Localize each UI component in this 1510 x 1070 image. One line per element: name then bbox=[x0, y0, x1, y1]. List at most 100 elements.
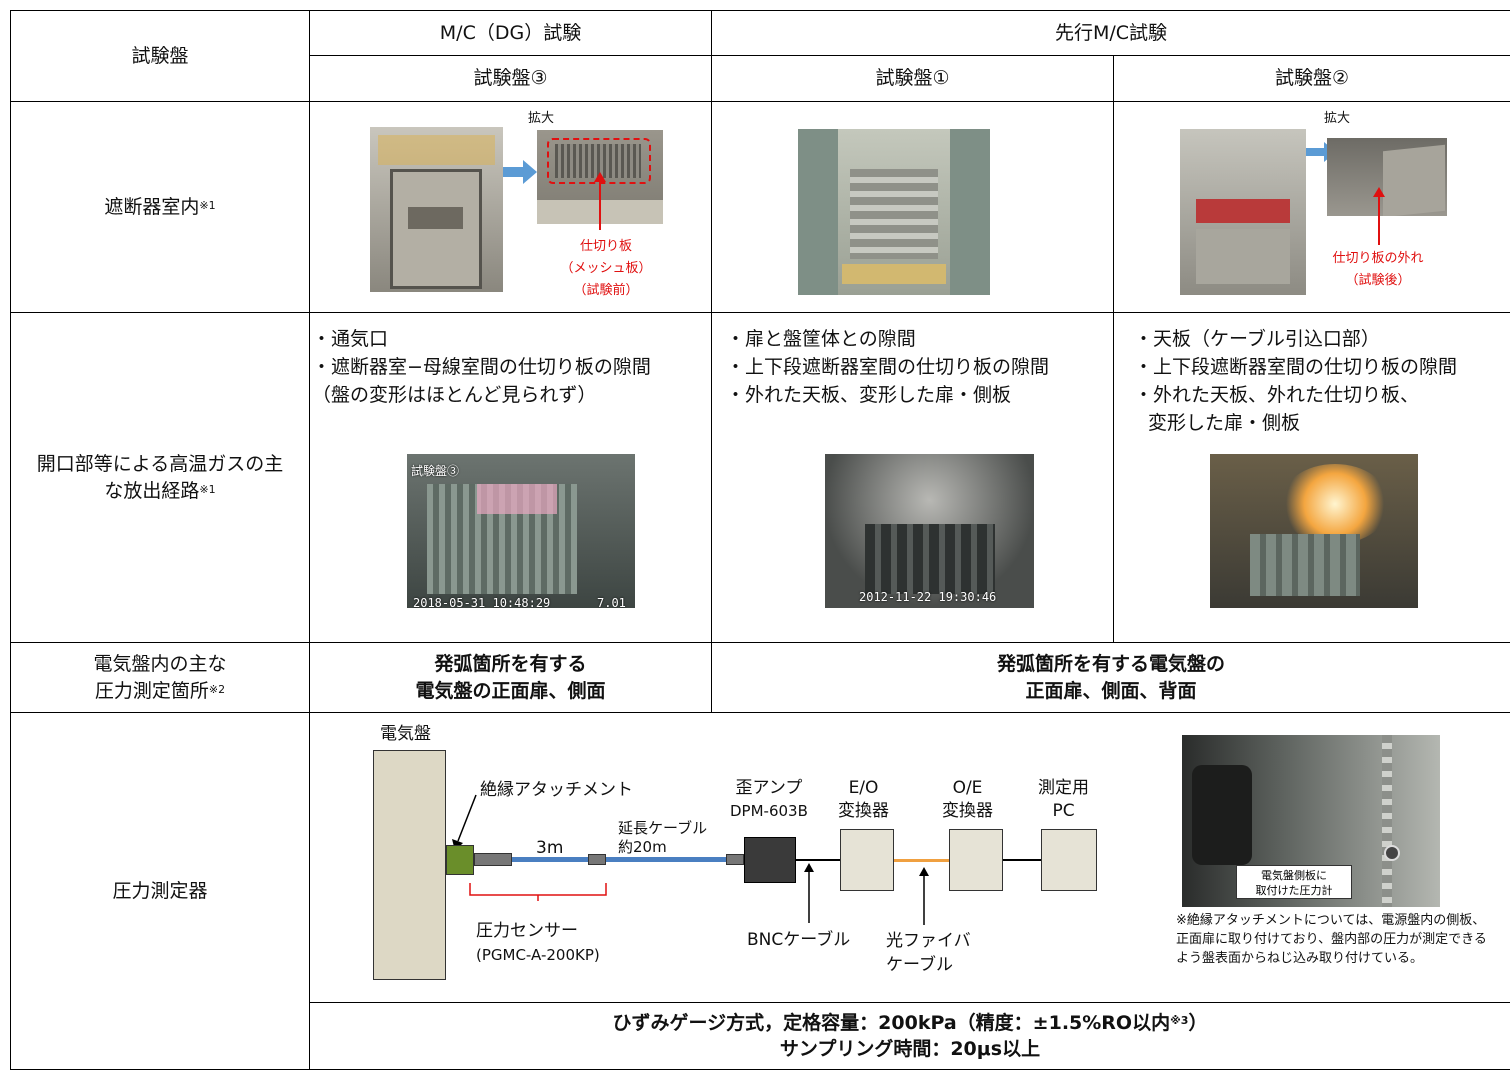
pc-cable bbox=[1003, 859, 1041, 861]
breaker-room-panel-1 bbox=[712, 102, 1114, 313]
test-video-photo-panel-1: 2012-11-22 19:30:46 bbox=[825, 454, 1034, 608]
header-advance-text: 先行M/C試験 bbox=[1054, 21, 1168, 44]
eo-line2: 変換器 bbox=[838, 801, 889, 821]
header-panel-2: 試験盤② bbox=[1114, 56, 1510, 102]
oe-converter bbox=[949, 829, 1003, 891]
pointer-arrow-icon bbox=[452, 794, 477, 851]
sensor-cable bbox=[512, 857, 588, 862]
pressure-meter-diagram: 電気盤 絶縁アタッチメント 3m 延長ケーブル 約20m 圧力センサー (PGM… bbox=[310, 713, 1510, 1003]
release-item: ・上下段遮断器室間の仕切り板の隙間 bbox=[1134, 356, 1458, 378]
optical-fiber-cable bbox=[894, 859, 949, 862]
partition-detached-line2: （試験後） bbox=[1345, 273, 1411, 288]
release-path-label-line2: な放出経路 bbox=[104, 479, 200, 502]
spec-note: ※3 bbox=[1170, 1014, 1189, 1027]
arrow-up-red-icon bbox=[1373, 187, 1385, 245]
photo-caption-box: 電気盤側板に 取付けた圧力計 bbox=[1236, 865, 1352, 899]
header-panel-2-text: 試験盤② bbox=[1274, 67, 1350, 89]
breaker-room-photo-panel-3 bbox=[370, 127, 503, 292]
release-path-list-panel-2: ・天板（ケーブル引込口部） ・上下段遮断器室間の仕切り板の隙間 ・外れた天板、外… bbox=[1134, 325, 1457, 437]
measurement-pc bbox=[1041, 829, 1097, 891]
release-path-list-panel-1: ・扉と盤筐体との隙間 ・上下段遮断器室間の仕切り板の隙間 ・外れた天板、変形した… bbox=[726, 325, 1049, 409]
extension-cable-line1: 延長ケーブル bbox=[618, 819, 708, 837]
arrow-up-red-icon bbox=[594, 172, 606, 230]
breaker-room-panel-2: 拡大 仕切り板の外れ （試験後） bbox=[1114, 102, 1510, 313]
video-timestamp-panel-3: 2018-05-31 10:48:29 bbox=[413, 596, 551, 608]
release-path-panel-3: ・通気口 ・遮断器室−母線室間の仕切り板の隙間 （盤の変形はほとんど見られず） … bbox=[310, 313, 712, 643]
photo-caption-line1: 電気盤側板に bbox=[1261, 869, 1327, 882]
arrow-right-icon bbox=[503, 160, 537, 184]
test-results-table: 試験盤 M/C（DG）試験 先行M/C試験 試験盤③ 試験盤① 試験盤② 遮断器… bbox=[10, 10, 1510, 1070]
video-overlay-label: 試験盤③ bbox=[411, 464, 460, 478]
release-item: ・外れた天板、外れた仕切り板、 bbox=[1134, 384, 1420, 406]
enlarged-photo-panel-2 bbox=[1327, 138, 1447, 216]
pressure-meter-label: 圧力測定器 bbox=[112, 879, 208, 902]
release-item: （盤の変形はほとんど見られず） bbox=[312, 384, 597, 406]
header-panel-1-text: 試験盤① bbox=[875, 67, 950, 89]
pressure-sensor-model: (PGMC-A-200KP) bbox=[476, 946, 600, 964]
pressure-points-p3-line1: 発弧箇所を有する bbox=[434, 652, 587, 675]
release-item: ・外れた天板、変形した扉・側板 bbox=[726, 384, 1012, 406]
breaker-room-panel-3: 拡大 仕切り板 （メッシュ板） （試験前） bbox=[310, 102, 712, 313]
release-item: ・上下段遮断器室間の仕切り板の隙間 bbox=[726, 356, 1050, 378]
release-item: ・天板（ケーブル引込口部） bbox=[1134, 328, 1380, 350]
partition-detached-line1: 仕切り板の外れ bbox=[1332, 251, 1424, 266]
partition-caption-line3: （試験前） bbox=[573, 283, 639, 298]
oe-line2: 変換器 bbox=[942, 801, 993, 821]
header-advance-test: 先行M/C試験 bbox=[712, 11, 1510, 56]
insulation-attachment bbox=[446, 845, 474, 875]
bnc-cable-label: BNCケーブル bbox=[747, 930, 851, 950]
breaker-room-label: 遮断器室内 bbox=[104, 195, 200, 218]
pressure-points-note: ※2 bbox=[208, 682, 226, 696]
arrow-up-icon bbox=[919, 867, 929, 925]
test-video-photo-panel-3: 試験盤③ 2018-05-31 10:48:29 7.01 bbox=[407, 454, 635, 608]
spec-line1: ひずみゲージ方式，定格容量：200kPa（精度：±1.5%RO以内 bbox=[612, 1012, 1171, 1034]
arrow-up-icon bbox=[804, 863, 814, 923]
pressure-points-panel-3: 発弧箇所を有する 電気盤の正面扉、側面 bbox=[310, 643, 712, 713]
row-label-breaker-room: 遮断器室内※1 bbox=[11, 102, 310, 313]
header-test-panel: 試験盤 bbox=[11, 11, 310, 102]
extension-cable-line2: 約20m bbox=[618, 838, 667, 856]
enlarge-label-panel-3: 拡大 bbox=[528, 111, 555, 126]
pressure-sensor-label: 圧力センサー (PGMC-A-200KP) bbox=[476, 919, 600, 967]
partition-caption-line1: 仕切り板 bbox=[579, 239, 632, 254]
spec-line1-end: ） bbox=[1188, 1012, 1208, 1034]
release-path-label-line1: 開口部等による高温ガスの主 bbox=[36, 452, 284, 475]
header-panel-3: 試験盤③ bbox=[310, 56, 712, 102]
oe-line1: O/E bbox=[952, 778, 983, 798]
pc-line1: 測定用 bbox=[1038, 778, 1089, 798]
partition-caption-line2: （メッシュ板） bbox=[560, 261, 652, 276]
release-item: 変形した扉・側板 bbox=[1148, 412, 1301, 434]
measurement-pc-label: 測定用 PC bbox=[1038, 777, 1089, 823]
spec-line2: サンプリング時間：20μs以上 bbox=[779, 1038, 1041, 1060]
extension-cable-label: 延長ケーブル 約20m bbox=[618, 819, 707, 857]
pressure-gauge-photo: 電気盤側板に 取付けた圧力計 bbox=[1182, 735, 1440, 907]
optical-fiber-label: 光ファイバ ケーブル bbox=[886, 929, 971, 977]
photo-caption-line2: 取付けた圧力計 bbox=[1255, 884, 1333, 897]
breaker-room-note: ※1 bbox=[199, 198, 216, 212]
header-test-panel-text: 試験盤 bbox=[131, 44, 189, 67]
breaker-room-photo-panel-2 bbox=[1180, 129, 1306, 295]
pressure-points-adv-line1: 発弧箇所を有する電気盤の bbox=[996, 652, 1225, 675]
release-path-note: ※1 bbox=[199, 482, 216, 496]
panel-label: 電気盤 bbox=[380, 724, 431, 744]
pc-line2: PC bbox=[1052, 801, 1075, 821]
pressure-sensor-line1: 圧力センサー bbox=[476, 921, 578, 941]
electric-panel-shape bbox=[373, 750, 446, 980]
sensor-bracket bbox=[469, 883, 607, 901]
header-panel-3-text: 試験盤③ bbox=[473, 67, 548, 89]
release-item: ・遮断器室−母線室間の仕切り板の隙間 bbox=[312, 356, 651, 378]
length-3m-label: 3m bbox=[536, 838, 564, 858]
test-video-photo-panel-2 bbox=[1210, 454, 1418, 608]
pressure-meter-spec: ひずみゲージ方式，定格容量：200kPa（精度：±1.5%RO以内※3） サンプ… bbox=[310, 1003, 1510, 1070]
attachment-label: 絶縁アタッチメント bbox=[480, 780, 633, 800]
release-path-panel-2: ・天板（ケーブル引込口部） ・上下段遮断器室間の仕切り板の隙間 ・外れた天板、外… bbox=[1114, 313, 1510, 643]
sensor-head bbox=[474, 853, 512, 866]
eo-converter-label: E/O 変換器 bbox=[838, 777, 889, 823]
header-mc-dg-test: M/C（DG）試験 bbox=[310, 11, 712, 56]
pressure-points-label-line2: 圧力測定箇所 bbox=[94, 679, 209, 702]
strain-amp-line1: 歪アンプ bbox=[735, 778, 803, 798]
enlarge-label-panel-2: 拡大 bbox=[1324, 111, 1351, 126]
release-item: ・扉と盤筐体との隙間 bbox=[726, 328, 916, 350]
eo-converter bbox=[840, 829, 894, 891]
pressure-points-adv-line2: 正面扉、側面、背面 bbox=[1025, 679, 1197, 702]
